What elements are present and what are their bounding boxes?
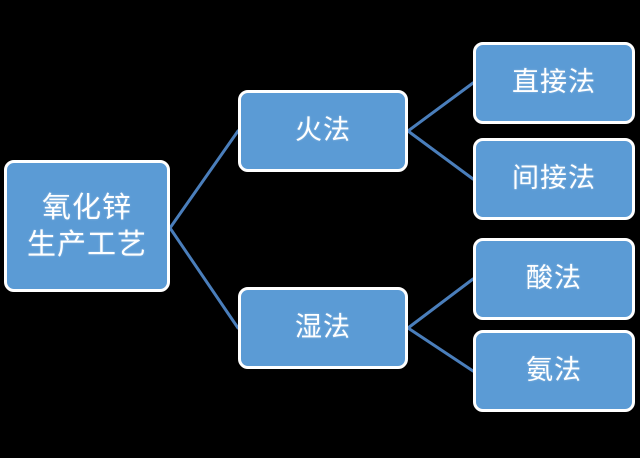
node-root-label-line-2: 生产工艺	[26, 227, 147, 261]
node-pyro-label: 火法	[295, 114, 351, 146]
connector-root-to-pyro	[168, 129, 240, 230]
node-root-label-line-1: 氧化锌	[41, 189, 132, 224]
connector-hydro-to-ammonia	[406, 326, 475, 373]
node-hydro-label: 湿法	[295, 311, 351, 343]
node-root[interactable]: 氧化锌 生产工艺	[4, 160, 170, 292]
connector-pyro-to-indirect	[406, 129, 475, 181]
node-pyro[interactable]: 火法	[238, 90, 408, 172]
node-indirect-label: 间接法	[512, 162, 596, 194]
node-acid-label: 酸法	[526, 262, 582, 294]
node-direct[interactable]: 直接法	[473, 42, 635, 124]
node-ammonia[interactable]: 氨法	[473, 330, 635, 412]
node-hydro[interactable]: 湿法	[238, 287, 408, 369]
connector-pyro-to-direct	[406, 81, 475, 133]
node-ammonia-label: 氨法	[526, 354, 582, 386]
node-direct-label: 直接法	[512, 66, 596, 98]
node-acid[interactable]: 酸法	[473, 238, 635, 320]
node-indirect[interactable]: 间接法	[473, 138, 635, 220]
connector-root-to-hydro	[168, 226, 240, 330]
connector-hydro-to-acid	[406, 277, 475, 330]
